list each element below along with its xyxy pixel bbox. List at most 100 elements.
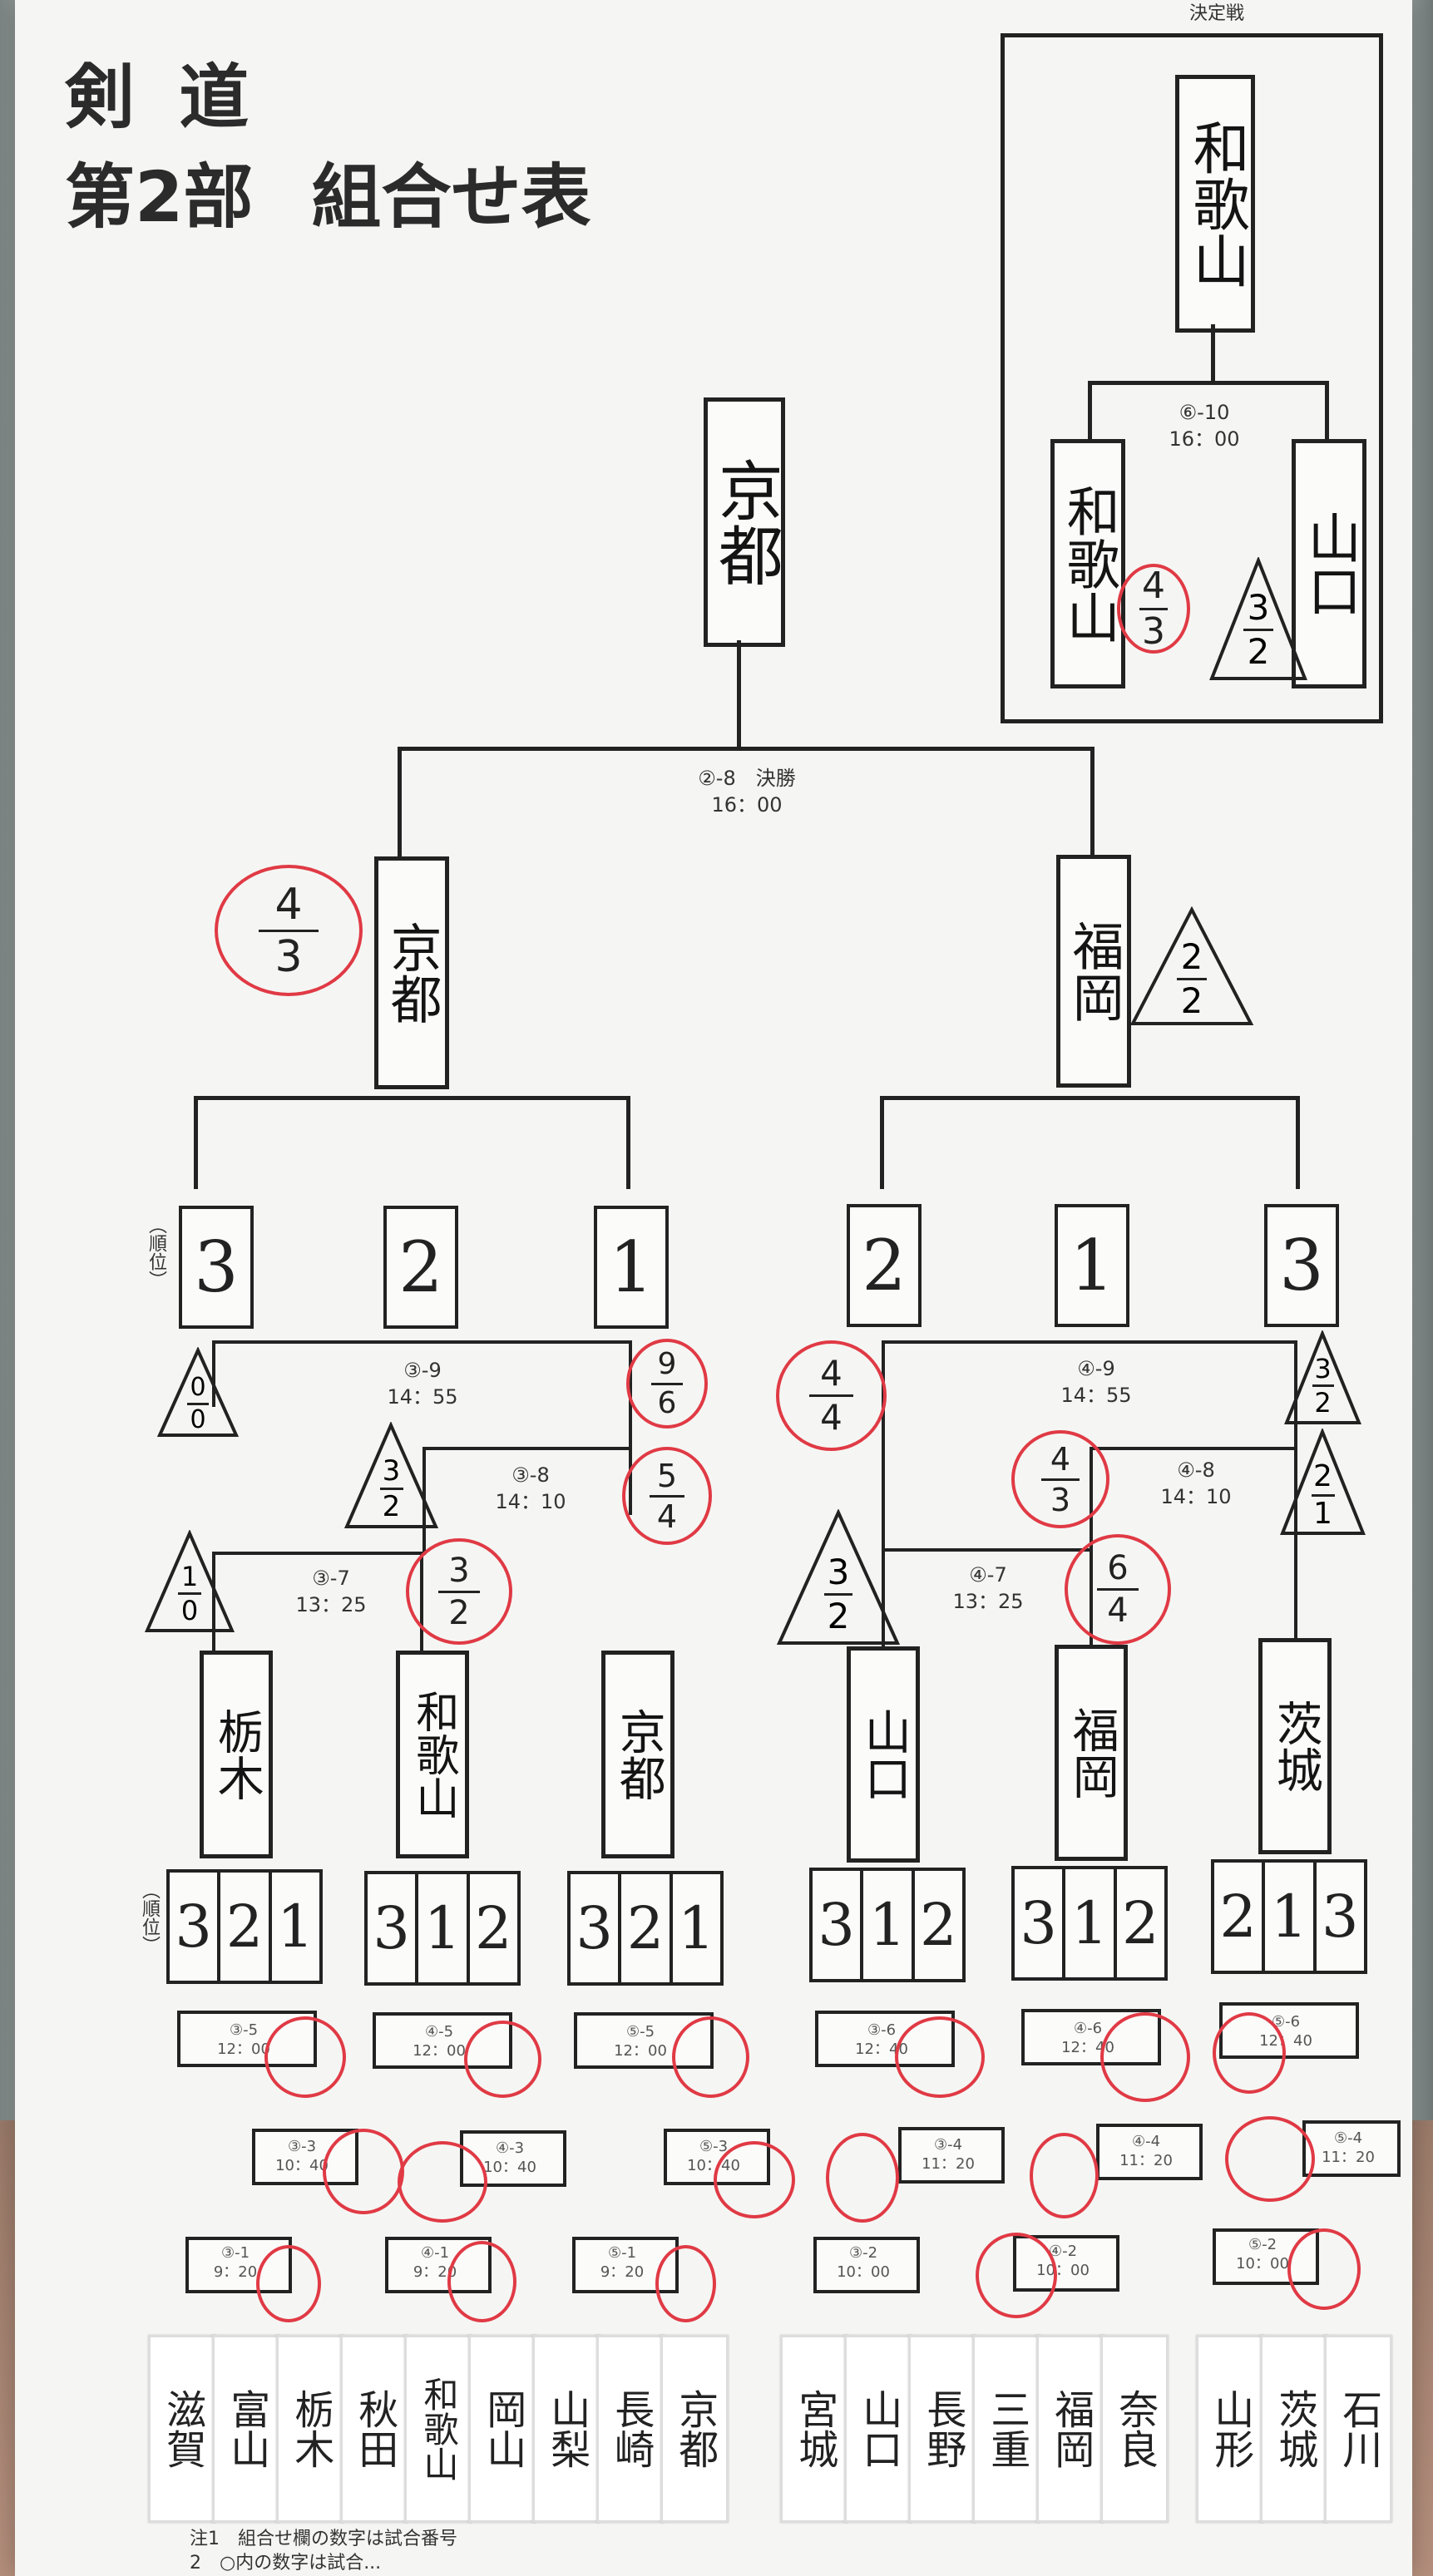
- score-bottom: 2: [1247, 631, 1270, 672]
- final-right-team: 福岡: [1056, 855, 1131, 1088]
- match-no: ⑤-1: [607, 2244, 637, 2262]
- prefecture-right-2: 山口: [844, 2335, 912, 2523]
- left-rank-box-2: 2: [383, 1206, 458, 1329]
- final-stem: [737, 640, 741, 748]
- playoff-match-no: ⑥-10: [1179, 401, 1230, 424]
- prefecture-left-8: 長崎: [596, 2335, 665, 2523]
- pref-name: 福岡: [1047, 2389, 1095, 2469]
- score-bottom: 3: [274, 931, 303, 982]
- footnote-2: 2 ○内の数字は試合...: [190, 2552, 382, 2574]
- pref-name: 茨城: [1271, 2389, 1318, 2469]
- rank-label-pools: （順位）: [139, 1881, 160, 1954]
- match-time: 9：20: [213, 2263, 258, 2282]
- score-bottom: 3: [1142, 609, 1165, 653]
- playoff-match-info: ⑥-10 16：00: [1121, 399, 1287, 453]
- rank-cell: 3: [175, 1893, 212, 1961]
- score-top: 3: [382, 1454, 401, 1488]
- prefecture-right-7: 山形: [1196, 2335, 1264, 2523]
- match-time: 9：20: [600, 2263, 645, 2282]
- score-bottom: 2: [448, 1593, 470, 1632]
- rank-cell: 2: [1219, 1883, 1257, 1951]
- prefecture-left-4: 秋田: [340, 2335, 408, 2523]
- right-league-drop-1: [880, 1096, 884, 1189]
- match-no: ⑤-2: [1248, 2236, 1277, 2253]
- poster-title-division: 第2部組合せ表: [65, 141, 590, 242]
- right-league-team-3: 茨城: [1258, 1638, 1332, 1854]
- match-time: 13：25: [295, 1593, 367, 1617]
- score-top: 5: [656, 1457, 678, 1494]
- pool-mark: [398, 2141, 487, 2223]
- rank-cell: 2: [1113, 1869, 1164, 1977]
- score-bottom: 2: [382, 1490, 401, 1523]
- score-top: 2: [1180, 936, 1203, 977]
- rank-cell: 3: [818, 1891, 855, 1959]
- pool-mark: [1213, 2012, 1286, 2094]
- pool-mark: [1100, 2012, 1190, 2102]
- prefecture-left-5: 和歌山: [404, 2335, 472, 2523]
- match-time: 14：55: [387, 1385, 458, 1409]
- match-no: ③-9: [403, 1359, 442, 1382]
- rank-cell: 1: [1262, 1863, 1312, 1971]
- match-no: ④-8: [1177, 1458, 1215, 1482]
- score-bottom: 0: [180, 1595, 199, 1626]
- match-no: ③-1: [220, 2244, 250, 2262]
- right-league-drop-3: [1296, 1096, 1300, 1189]
- score-bottom: 0: [190, 1405, 206, 1434]
- footnote-1: 注1 組合せ欄の数字は試合番号: [190, 2529, 457, 2549]
- rank-cell: 3: [1312, 1863, 1364, 1971]
- right-league-team-1: 山口: [847, 1646, 920, 1863]
- match-time: 12：40: [855, 2041, 908, 2059]
- left-league-team-1: 栃木: [200, 1651, 273, 1858]
- match-no: ③-7: [312, 1567, 350, 1590]
- score-top: 9: [657, 1346, 677, 1381]
- rank-cell: 3: [1020, 1889, 1057, 1957]
- pool-mark: [256, 2245, 321, 2322]
- left-rr-v1: [212, 1340, 215, 1407]
- rank-cell: 1: [669, 1874, 720, 1982]
- pool-row2-box-5: [1096, 2124, 1203, 2180]
- poster-title-sport: 剣 道: [65, 57, 259, 138]
- match-no: ④-7: [969, 1563, 1007, 1587]
- left-match-9: ③-9 14：55: [356, 1357, 489, 1411]
- footnotes: 注1 組合せ欄の数字は試合番号 2 ○内の数字は試合...: [190, 2528, 457, 2575]
- table-label: 組合せ表: [311, 156, 591, 238]
- rank-cell: 2: [618, 1874, 669, 1982]
- playoff-frame: [1001, 33, 1383, 723]
- score-bottom: 3: [1050, 1481, 1071, 1518]
- left-league-team-2: 和歌山: [396, 1651, 469, 1858]
- match-no: ⑤-5: [625, 2023, 655, 2041]
- pref-name: 宮城: [791, 2389, 838, 2469]
- pool-mark: [1030, 2133, 1099, 2218]
- match-no: ③-4: [933, 2136, 963, 2154]
- pref-name: 長崎: [607, 2389, 655, 2469]
- right-rank-box-3: 3: [1264, 1204, 1339, 1327]
- rank-cell: 1: [415, 1874, 466, 1982]
- match-no: ④-2: [1048, 2243, 1078, 2260]
- pool-mark: [672, 2016, 749, 2098]
- playoff-bar: [1088, 381, 1329, 385]
- rank-cell: 2: [466, 1874, 517, 1982]
- match-time: 12：00: [413, 2042, 466, 2060]
- match-time: 14：10: [495, 1490, 566, 1514]
- match-time: 11：20: [1119, 2152, 1173, 2170]
- left-league-team-3: 京都: [601, 1651, 674, 1858]
- left-rr-v2: [629, 1340, 632, 1515]
- pref-name: 和歌山: [418, 2376, 460, 2481]
- right-rr-line-8: [1090, 1447, 1297, 1450]
- match-no: ③-2: [848, 2244, 878, 2262]
- pref-name: 長野: [919, 2389, 966, 2469]
- division-label: 第2部: [65, 156, 254, 238]
- final-right-drop: [1090, 747, 1095, 859]
- right-rr-v1: [882, 1340, 885, 1648]
- final-bar: [398, 747, 1095, 751]
